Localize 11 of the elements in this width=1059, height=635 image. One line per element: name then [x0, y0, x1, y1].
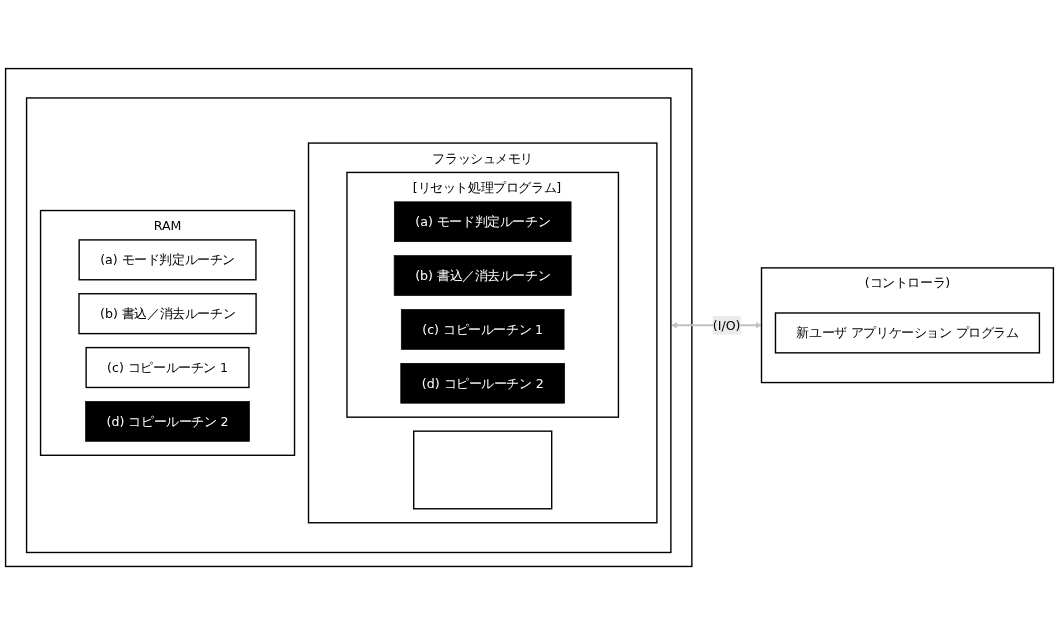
node-box: (c) コピールーチン 1	[400, 309, 565, 350]
node-box: (c) コピールーチン 1	[85, 346, 250, 389]
node-box: 新ユーザ アプリケーション プログラム	[774, 312, 1041, 354]
node-box: (d) コピールーチン 2	[85, 401, 250, 442]
node-box: (a) モード判定ルーチン	[78, 239, 257, 281]
node-box: (b) 書込／消去ルーチン	[78, 293, 257, 335]
edge-label: (I/O)	[712, 317, 741, 333]
node-box: (a) モード判定ルーチン	[393, 201, 572, 242]
node-box: (b) 書込／消去ルーチン	[393, 255, 572, 296]
node-box	[413, 430, 553, 510]
node-box: (d) コピールーチン 2	[400, 362, 565, 404]
